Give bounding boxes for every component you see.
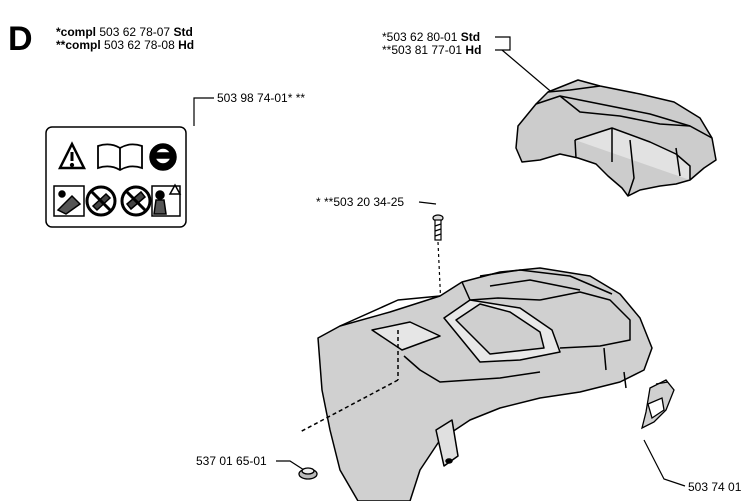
section-letter: D	[8, 20, 33, 58]
grommet-leader-line	[276, 460, 305, 471]
cover-suffix-hd: Hd	[465, 43, 482, 57]
crankcase-housing-part	[299, 267, 653, 501]
grommet-part	[298, 467, 318, 480]
assembly-prefix-hd: **compl	[56, 38, 101, 52]
decal-leader-line	[193, 97, 214, 126]
assembly-label-hd: **compl 503 62 78-08 Hd	[56, 39, 194, 52]
one-hand-prohibited-icon	[85, 185, 117, 217]
decal-part-label: 503 98 74-01* **	[217, 91, 306, 105]
decal-part	[45, 126, 187, 228]
screw-leader-line	[418, 201, 437, 205]
assembly-suffix-hd: Hd	[178, 38, 195, 52]
kickback-warning-icon	[53, 185, 85, 217]
hand-grip-prohibited-icon	[120, 185, 152, 217]
assembly-suffix-std: Std	[173, 25, 193, 39]
assembly-label-std: *compl 503 62 78-07 Std	[56, 26, 193, 39]
cover-label-std: *503 62 80-01 Std	[382, 31, 480, 44]
grommet-part-label: 537 01 65-01	[196, 454, 267, 468]
clip-part	[641, 379, 675, 430]
cover-leader-bracket	[495, 36, 511, 51]
screw-part-label: * **503 20 34-25	[316, 195, 405, 209]
ear-eye-protection-icon	[149, 143, 177, 171]
cover-number-std: *503 62 80-01	[382, 30, 458, 44]
clip-leader-line	[643, 439, 686, 487]
cover-suffix-std: Std	[460, 30, 481, 44]
assembly-prefix-std: *compl	[56, 25, 97, 39]
clip-part-label: 503 74 01	[688, 480, 742, 494]
cover-label-hd: **503 81 77-01 Hd	[382, 44, 481, 57]
warning-triangle-icon	[57, 141, 87, 170]
assembly-number-hd: 503 62 78-08	[104, 38, 175, 52]
cover-leader-line	[501, 49, 556, 96]
cylinder-cover-part	[515, 79, 717, 197]
manual-book-icon	[97, 143, 143, 172]
cover-number-hd: **503 81 77-01	[382, 43, 463, 57]
assembly-number-std: 503 62 78-07	[99, 25, 171, 39]
bystander-warning-icon	[151, 183, 182, 217]
